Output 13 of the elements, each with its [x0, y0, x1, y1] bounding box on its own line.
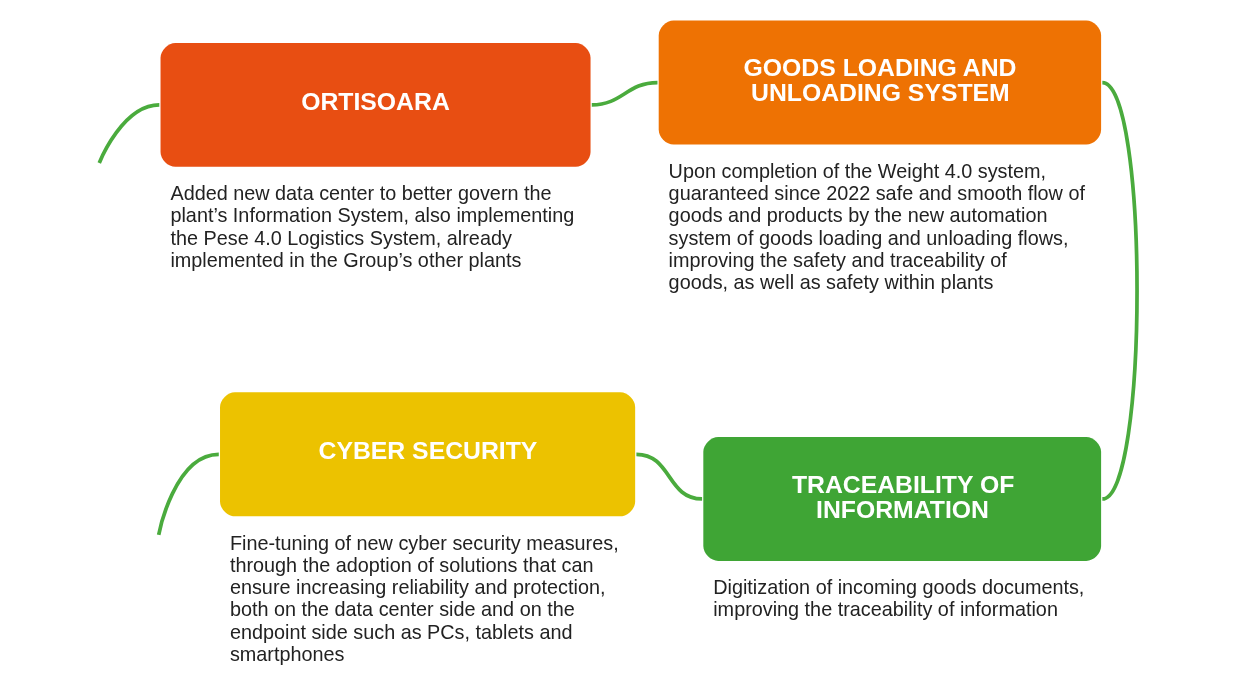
node-box: GOODS LOADING AND UNLOADING SYSTEM: [658, 20, 1101, 145]
node-box: ORTISOARA: [160, 42, 591, 167]
node-box: TRACEABILITY OF INFORMATION: [702, 437, 1101, 561]
connector: [635, 452, 702, 501]
node-label: Added new data center to better govern the plant’s Information System, also implementing the Pese 4.0 Logistics System, already implemented in the Group’s other plants: [169, 182, 574, 271]
node-label: Digitization of incoming goods documents, improving the traceability of information: [712, 576, 1084, 621]
connector: [1100, 81, 1139, 501]
node-box: CYBER SECURITY: [219, 392, 635, 517]
node-label: Fine-tuning of new cyber security measures, through the adoption of solutions that can ensure increasing reliability and protection, both on the data center side and on the endpoint side such as PCs, tablets and smartphones: [229, 531, 619, 666]
node-label: Upon completion of the Weight 4.0 system, guaranteed since 2022 safe and smooth flow of goods and products by the new automation system of goods loading and unloading flows, improving the safety and traceability of goods, as well as safety within plants: [668, 159, 1085, 294]
connector: [591, 80, 658, 107]
connector: [97, 103, 160, 164]
connector: [156, 452, 219, 536]
